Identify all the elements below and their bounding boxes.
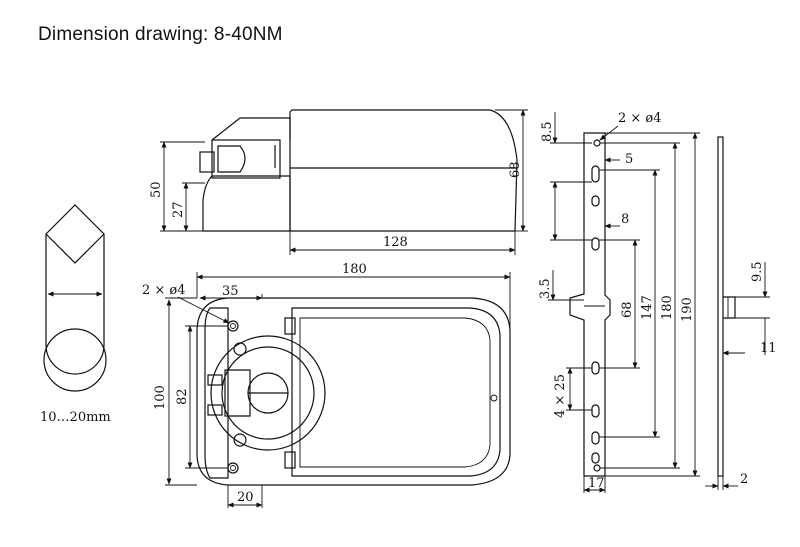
side-height-overall: 50 [149, 181, 164, 198]
bracket-d-17: 17 [588, 476, 605, 491]
side-bracket-d-2: 2 [740, 472, 748, 487]
top-offset-35: 35 [222, 284, 239, 299]
top-width-overall: 180 [342, 262, 367, 277]
bracket-d-147: 147 [640, 295, 655, 320]
bracket-d-8-5: 8.5 [540, 121, 555, 142]
top-height-100: 100 [153, 385, 168, 410]
bracket-holes-label: 2 × ø4 [618, 111, 662, 126]
top-height-82: 82 [175, 388, 190, 405]
side-height-base: 27 [171, 201, 186, 218]
bracket-d-4x25: 4 × 25 [553, 374, 568, 418]
top-holes-label: 2 × ø4 [142, 283, 186, 298]
bracket-d-3-5: 3.5 [538, 278, 553, 299]
bracket-d-190: 190 [680, 297, 695, 322]
side-height-body: 68 [508, 161, 523, 178]
top-bottom-20: 20 [237, 490, 254, 505]
bracket-d-180: 180 [660, 295, 675, 320]
side-bracket-d-9-5: 9.5 [750, 261, 765, 282]
bracket-d-68: 68 [620, 301, 635, 318]
shaft-clamp-view: 10…20mm [40, 204, 111, 425]
actuator-top-view: 180 2 × ø4 35 100 82 20 [142, 262, 511, 508]
page-title: Dimension drawing: 8-40NM [38, 24, 283, 45]
side-length-body: 128 [383, 235, 408, 250]
mounting-bracket-side-view: 9.5 11 2 [705, 136, 777, 490]
shaft-range-label: 10…20mm [40, 410, 111, 425]
bracket-d-8: 8 [621, 212, 629, 227]
bracket-d-5: 5 [625, 152, 633, 167]
mounting-bracket-front-view: 2 × ø4 8.5 5 8 3.5 68 147 180 [538, 111, 700, 493]
actuator-side-view: 50 27 68 128 [149, 109, 528, 255]
side-bracket-d-11: 11 [760, 341, 777, 356]
